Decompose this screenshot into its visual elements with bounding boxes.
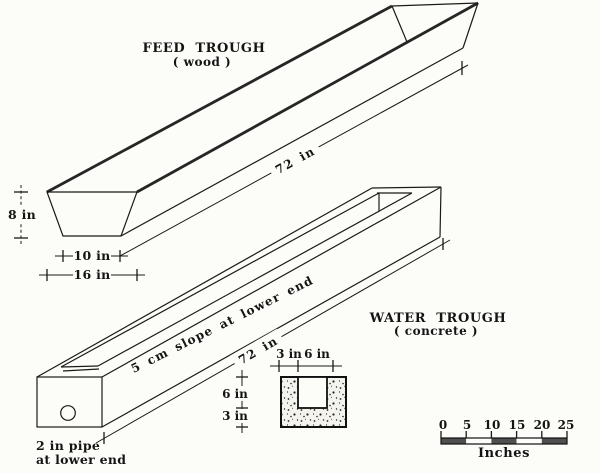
- feed-dim-height: 8 in: [3, 185, 40, 245]
- cross-dim-wall-label: 3 in: [276, 347, 302, 361]
- scale-bar-segment-dark: [491, 438, 517, 444]
- scale-bar-segment-light: [466, 438, 492, 444]
- cross-section: 3 in 6 in 6 in 3 in: [219, 347, 347, 433]
- cross-dim-base-label: 3 in: [222, 409, 248, 423]
- scale-tick-10: 10: [484, 418, 501, 432]
- water-trough-title: WATER TROUGH: [369, 311, 507, 326]
- feed-dim-top-width: 16 in: [39, 267, 145, 282]
- pipe-note-line1: 2 in pipe: [36, 438, 100, 453]
- scale-bar-unit-label: Inches: [478, 446, 530, 461]
- cross-section-top-dims: 3 in 6 in: [270, 347, 342, 372]
- water-trough-material-label: ( concrete ): [394, 324, 478, 338]
- feed-dim-height-label: 8 in: [8, 207, 36, 222]
- cross-dim-inner-width-label: 6 in: [304, 347, 330, 361]
- feed-trough-title: FEED TROUGH: [143, 41, 266, 56]
- pipe-hole: [60, 405, 76, 421]
- scale-bar-segment-light: [516, 438, 542, 444]
- feed-trough-drawing: [46, 1, 479, 237]
- scale-tick-20: 20: [534, 418, 551, 432]
- feed-trough-end-face: [46, 191, 138, 237]
- cross-section-cavity: [297, 376, 328, 409]
- scale-tick-25: 25: [558, 418, 575, 432]
- cross-dim-depth-label: 6 in: [222, 387, 248, 401]
- water-trough-end-face: [36, 376, 103, 428]
- pipe-note-line2: at lower end: [36, 452, 126, 467]
- scale-bar-segment-dark: [441, 438, 467, 444]
- scale-tick-0: 0: [439, 418, 447, 432]
- scale-tick-5: 5: [463, 418, 471, 432]
- feed-dim-bottom-width: 10 in: [55, 248, 128, 263]
- cross-section-left-dims: 6 in 3 in: [219, 370, 252, 433]
- water-trough-drawing: [36, 186, 442, 428]
- feed-dim-length: 72 in: [119, 61, 469, 257]
- feed-dim-top-width-label: 16 in: [73, 267, 110, 282]
- scale-bar-outline: [440, 437, 568, 445]
- feed-trough-material-label: ( wood ): [173, 55, 231, 69]
- scale-bar: 0 5 10 15 20 25 Inches: [439, 418, 575, 461]
- scale-tick-15: 15: [509, 418, 526, 432]
- scale-bar-segment-dark: [541, 438, 567, 444]
- feed-dim-bottom-width-label: 10 in: [73, 248, 110, 263]
